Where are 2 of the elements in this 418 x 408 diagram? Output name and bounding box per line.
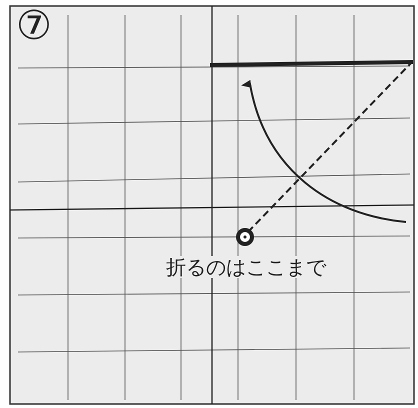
step-number: ⑦ — [16, 6, 52, 46]
instruction-text: 折るのはここまで — [164, 256, 328, 278]
